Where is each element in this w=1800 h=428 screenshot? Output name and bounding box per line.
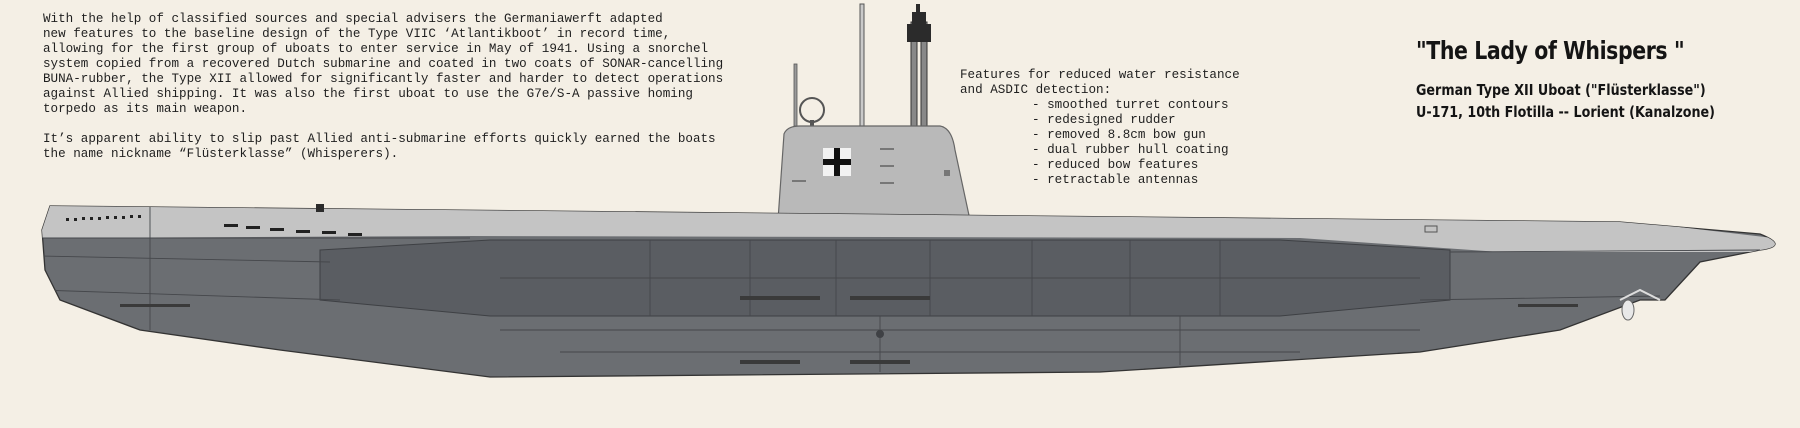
features-items: smoothed turret contours redesigned rudd…	[960, 98, 1260, 188]
intro-paragraph-2: It’s apparent ability to slip past Allie…	[43, 132, 716, 161]
feature-item: retractable antennas	[1032, 173, 1260, 188]
features-heading: Features for reduced water resistance an…	[960, 68, 1240, 97]
subtitle-unit: U-171, 10th Flotilla -- Lorient (Kanalzo…	[1416, 103, 1715, 121]
periscope-masts	[793, 3, 931, 129]
page-title: "The Lady of Whispers "	[1416, 36, 1685, 65]
feature-item: smoothed turret contours	[1032, 98, 1260, 113]
subtitle-type: German Type XII Uboat ("Flüsterklasse")	[1416, 81, 1706, 99]
title-block: "The Lady of Whispers " German Type XII …	[1416, 36, 1776, 123]
feature-item: redesigned rudder	[1032, 113, 1260, 128]
intro-text: With the help of classified sources and …	[43, 12, 743, 177]
feature-item: reduced bow features	[1032, 158, 1260, 173]
submarine-hull	[41, 204, 1776, 378]
feature-item: dual rubber hull coating	[1032, 143, 1260, 158]
feature-item: removed 8.8cm bow gun	[1032, 128, 1260, 143]
features-list: Features for reduced water resistance an…	[960, 68, 1260, 188]
intro-paragraph-1: With the help of classified sources and …	[43, 12, 724, 116]
conning-tower	[777, 125, 971, 221]
